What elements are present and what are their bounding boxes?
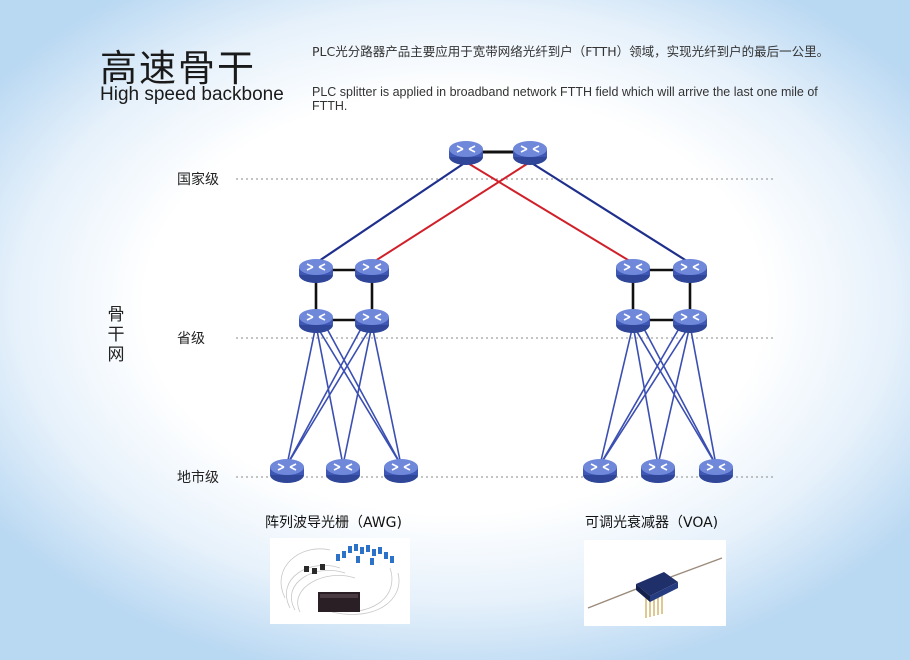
router-prov-l1 <box>298 258 334 284</box>
router-prov-r2 <box>672 258 708 284</box>
backbone-side-label: 骨干网 <box>107 305 125 365</box>
link-top-cross-red-2 <box>371 161 531 264</box>
level-provincial-label: 省级 <box>177 331 205 347</box>
mesh-links-left <box>286 324 402 466</box>
title-cn: 高速骨干 <box>100 47 256 90</box>
router-prov-l2 <box>354 258 390 284</box>
description-cn: PLC光分路器产品主要应用于宽带网络光纤到户（FTTH）领域，实现光纤到户的最后… <box>312 44 830 59</box>
router-city-r3 <box>698 458 734 484</box>
level-national-label: 国家级 <box>177 172 219 188</box>
voa-product-image <box>584 540 726 626</box>
router-city-l2 <box>325 458 361 484</box>
router-prov-r3 <box>615 308 651 334</box>
link-top-cross-red-1 <box>465 161 634 264</box>
mesh-links-right <box>599 324 717 466</box>
router-city-l3 <box>383 458 419 484</box>
router-city-l1 <box>269 458 305 484</box>
router-prov-r1 <box>615 258 651 284</box>
level-city-label: 地市级 <box>177 470 219 486</box>
router-prov-l3 <box>298 308 334 334</box>
caption-awg: 阵列波导光栅（AWG) <box>265 515 402 531</box>
router-prov-l4 <box>354 308 390 334</box>
link-top-left-blue <box>315 161 467 264</box>
router-prov-r4 <box>672 308 708 334</box>
link-top-right-blue <box>529 161 691 264</box>
router-city-r2 <box>640 458 676 484</box>
caption-voa: 可调光衰减器（VOA) <box>585 515 719 531</box>
title-en: High speed backbone <box>100 84 284 105</box>
description-en: PLC splitter is applied in broadband net… <box>312 85 818 113</box>
router-city-r1 <box>582 458 618 484</box>
router-core-1 <box>448 140 484 166</box>
awg-product-image <box>270 538 410 624</box>
router-core-2 <box>512 140 548 166</box>
